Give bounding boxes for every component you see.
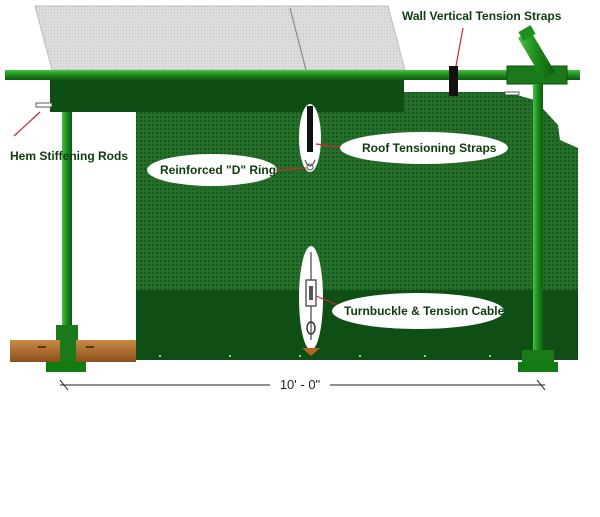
wall-vertical-strap	[449, 66, 458, 96]
top-rail-pipe	[5, 70, 594, 80]
label-hem-stiffening-rods: Hem Stiffening Rods	[10, 149, 128, 163]
roof-tension-strap-assembly	[299, 104, 321, 172]
left-post	[46, 112, 86, 372]
label-reinforced-d-ring: Reinforced "D" Ring	[160, 163, 276, 177]
label-turnbuckle-cable: Turnbuckle & Tension Cable	[344, 304, 505, 318]
roof-fabric	[34, 5, 406, 71]
callout-hem-stiffening-rods: Hem Stiffening Rods	[10, 111, 128, 163]
right-corner-fitting	[506, 25, 568, 372]
callout-wall-vertical-straps: Wall Vertical Tension Straps	[402, 9, 562, 67]
callout-roof-tensioning-straps: Roof Tensioning Straps	[315, 132, 508, 164]
hem-stiffening-rod-ends	[35, 91, 520, 108]
callout-reinforced-d-ring: Reinforced "D" Ring	[147, 154, 307, 186]
callout-turnbuckle-cable: Turnbuckle & Tension Cable	[315, 293, 505, 329]
turnbuckle-assembly	[299, 246, 323, 356]
wood-base-boards	[10, 340, 136, 362]
label-wall-vertical-straps: Wall Vertical Tension Straps	[402, 9, 562, 23]
dimension-label: 10' - 0"	[280, 377, 321, 392]
dimension-line: 10' - 0"	[59, 375, 546, 393]
label-roof-tensioning-straps: Roof Tensioning Straps	[362, 141, 497, 155]
right-post	[533, 84, 543, 364]
